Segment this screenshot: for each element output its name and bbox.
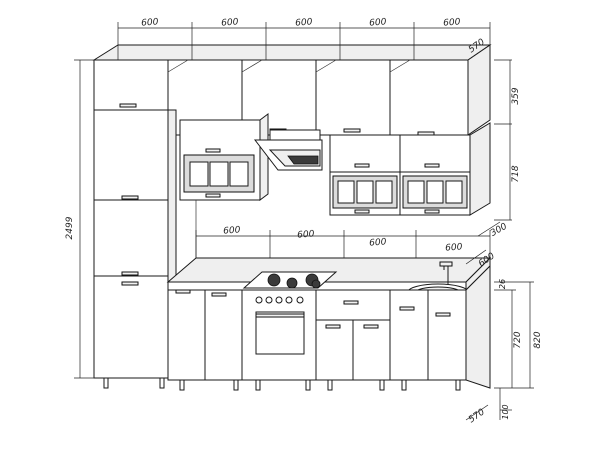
dim-base-total-height: 820 bbox=[533, 331, 543, 348]
dimensions bbox=[74, 22, 534, 421]
range-hood bbox=[253, 129, 323, 171]
oven bbox=[241, 289, 317, 381]
dim-total-height: 2499 bbox=[65, 216, 75, 239]
dim-lower-wall-height: 718 bbox=[511, 165, 521, 182]
dim-mid-width-4: 600 bbox=[445, 242, 463, 253]
dim-wall-depth: 300 bbox=[489, 222, 509, 239]
dim-upper-width-3: 600 bbox=[295, 17, 313, 28]
dim-upper-width-5: 600 bbox=[443, 17, 461, 28]
dim-upper-width-2: 600 bbox=[221, 17, 239, 28]
legs bbox=[103, 377, 461, 391]
dim-mid-width-1: 600 bbox=[223, 225, 241, 236]
dim-leg-height: 100 bbox=[501, 404, 510, 419]
dim-upper-width-1: 600 bbox=[141, 17, 159, 28]
dim-counter-thickness: 26 bbox=[498, 279, 507, 289]
dim-upper-height: 359 bbox=[511, 87, 521, 104]
wall-cabinets bbox=[179, 113, 491, 216]
cooktop bbox=[242, 271, 338, 289]
dim-base-height: 720 bbox=[513, 331, 523, 348]
dim-base-depth: 570 bbox=[467, 407, 487, 425]
tall-handle-2 bbox=[121, 271, 139, 276]
dim-upper-width-4: 600 bbox=[369, 17, 387, 28]
dim-mid-width-2: 600 bbox=[297, 229, 315, 240]
upper-handle-1 bbox=[119, 103, 137, 108]
tall-handle-1 bbox=[121, 195, 139, 200]
base-cabinets bbox=[167, 264, 491, 389]
tall-handle-3 bbox=[121, 281, 139, 286]
dim-mid-width-3: 600 bbox=[369, 237, 387, 248]
tall-cabinet bbox=[93, 109, 177, 379]
upper-handle-4 bbox=[343, 128, 361, 133]
